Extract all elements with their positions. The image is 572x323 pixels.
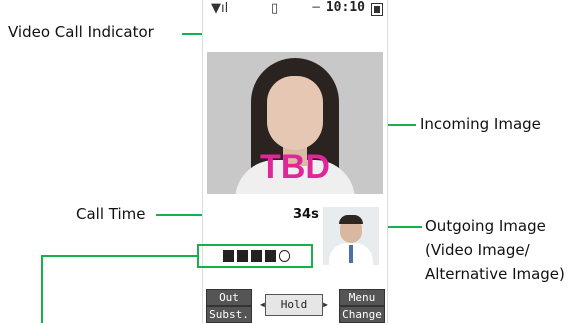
camera-icon (237, 250, 248, 262)
battery-icon (371, 3, 383, 16)
incoming-person-face (267, 76, 323, 150)
softkey-subst[interactable]: Subst. (206, 306, 252, 323)
status-icons-group (197, 244, 313, 268)
softkey-menu[interactable]: Menu (339, 289, 385, 306)
placeholder-text: TBD (260, 148, 330, 186)
callout-line-status-icons (41, 255, 197, 257)
mic-off-icon (223, 250, 234, 262)
image-icon (251, 250, 262, 262)
phone-screen: ▼ıl ▯ − 10:10 TBD 34s Out cam Subst. ◀ H… (197, 0, 388, 323)
status-time: 10:10 (325, 0, 365, 15)
speaker-icon (265, 250, 276, 262)
video-call-indicator-icon: ▯ (271, 1, 279, 16)
outgoing-person-hair (339, 215, 363, 224)
callout-incoming-image: Incoming Image (420, 115, 541, 133)
nav-left-arrow-icon: ◀ (260, 300, 265, 309)
callout-call-time: Call Time (76, 205, 146, 223)
outgoing-image (323, 207, 379, 265)
softkey-out-cam[interactable]: Out cam (206, 289, 252, 319)
callout-outgoing-image: Outgoing Image (425, 217, 546, 235)
callout-video-call-indicator: Video Call Indicator (8, 23, 154, 41)
battery-minus-icon: − (310, 0, 321, 14)
callout-outgoing-image-sub1: (Video Image/ (425, 241, 530, 259)
call-time-value: 34s (293, 207, 319, 222)
signal-icon: ▼ıl (211, 1, 229, 16)
outgoing-person-tie (349, 245, 353, 263)
softkey-change[interactable]: Change (339, 306, 385, 323)
hold-label: Hold (280, 298, 308, 311)
nav-right-arrow-icon: ▶ (323, 300, 328, 309)
softkey-bar: Out cam Subst. ◀ Hold ▶ Menu Change (203, 288, 387, 323)
incoming-image: TBD (207, 52, 383, 194)
callout-outgoing-image-sub2: Alternative Image) (425, 265, 565, 283)
rotation-icon (279, 250, 290, 262)
incoming-person-neck (283, 146, 307, 166)
callout-line-status-icons-vertical (41, 255, 43, 323)
status-bar: ▼ıl ▯ − 10:10 (203, 0, 387, 18)
hold-button[interactable]: ◀ Hold ▶ (260, 294, 328, 316)
callout-line-outgoing (378, 226, 422, 228)
